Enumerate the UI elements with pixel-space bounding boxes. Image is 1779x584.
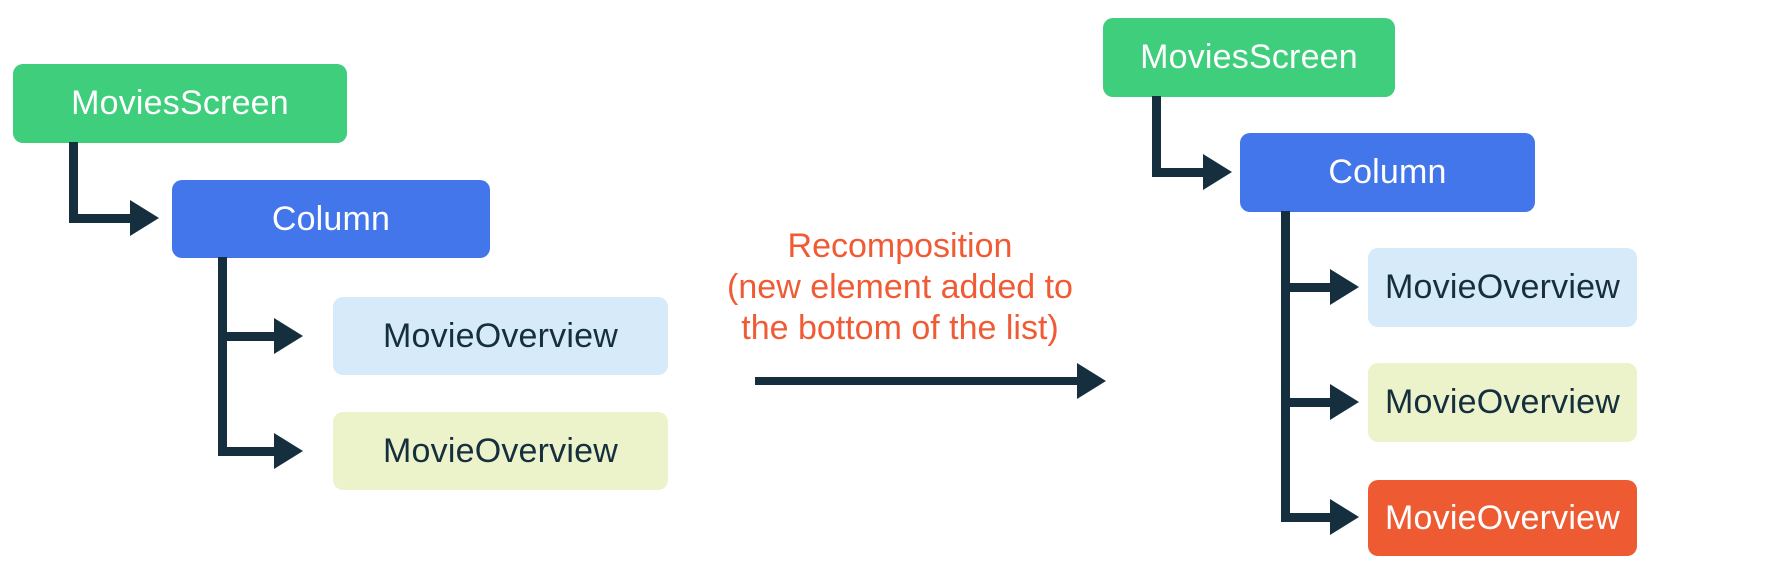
left-movieoverview-node-1: MovieOverview (333, 297, 668, 375)
left-branch-line-2 (218, 447, 274, 456)
left-column-connector-line (218, 257, 227, 456)
transition-arrow-shaft (755, 377, 1077, 385)
arrow-icon (1203, 154, 1232, 190)
left-root-connector-line (69, 142, 78, 223)
left-branch-line-1 (218, 332, 274, 341)
right-root-connector-line (1152, 96, 1161, 177)
right-column-connector-line (1281, 211, 1290, 522)
caption-line-2: (new element added to (727, 268, 1073, 306)
left-moviesscreen-node: MoviesScreen (13, 64, 347, 143)
left-root-connector-line (69, 214, 131, 223)
right-column-node: Column (1240, 133, 1535, 212)
arrow-icon (130, 200, 159, 236)
caption-line-1: Recomposition (787, 227, 1013, 265)
right-branch-line-2 (1281, 398, 1331, 407)
arrow-icon (274, 318, 303, 354)
recomposition-caption: Recomposition (new element added to the … (630, 226, 1170, 349)
transition-arrow-icon (1077, 363, 1106, 399)
arrow-icon (1330, 269, 1359, 305)
right-movieoverview-node-2: MovieOverview (1368, 363, 1637, 442)
arrow-icon (274, 433, 303, 469)
right-branch-line-1 (1281, 283, 1331, 292)
left-column-node: Column (172, 180, 490, 258)
right-branch-line-3 (1281, 513, 1331, 522)
right-movieoverview-node-new: MovieOverview (1368, 480, 1637, 556)
caption-line-3: the bottom of the list) (741, 309, 1059, 347)
right-movieoverview-node-1: MovieOverview (1368, 248, 1637, 327)
arrow-icon (1330, 499, 1359, 535)
right-root-connector-line (1152, 168, 1204, 177)
left-movieoverview-node-2: MovieOverview (333, 412, 668, 490)
right-moviesscreen-node: MoviesScreen (1103, 18, 1395, 97)
arrow-icon (1330, 384, 1359, 420)
